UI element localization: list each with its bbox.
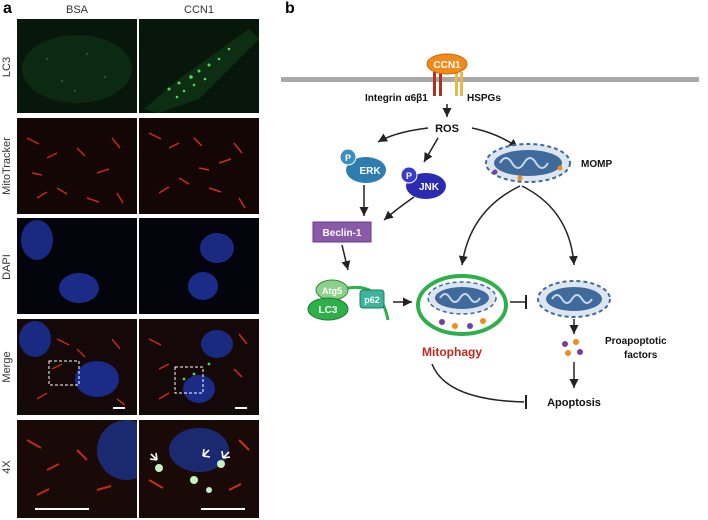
row-label-lc3: LC3 bbox=[1, 56, 13, 78]
panel-b-letter: b bbox=[285, 0, 295, 17]
erk-phospho-label: P bbox=[345, 153, 351, 163]
ccn1-label: CCN1 bbox=[433, 60, 461, 71]
apoptosis-label: Apoptosis bbox=[547, 397, 601, 409]
panel-a-letter: a bbox=[3, 0, 12, 17]
row-label-merge: Merge bbox=[1, 351, 13, 383]
beclin-label: Beclin-1 bbox=[323, 228, 362, 239]
micrograph-dapi-bsa bbox=[17, 218, 137, 314]
micrograph-lc3-ccn1 bbox=[139, 19, 259, 113]
p-jnk-node: JNK P bbox=[400, 166, 446, 199]
micrograph-merge-bsa bbox=[17, 319, 137, 415]
receptor-lines-icon bbox=[433, 72, 463, 96]
hspgs-label: HSPGs bbox=[467, 93, 501, 104]
row-label-mitotracker: MitoTracker bbox=[1, 137, 13, 195]
column-label-ccn1: CCN1 bbox=[184, 4, 214, 16]
mitophagy-label: Mitophagy bbox=[422, 345, 482, 359]
micrograph-lc3-bsa bbox=[17, 19, 137, 113]
column-label-bsa: BSA bbox=[65, 4, 88, 16]
autophagy-complex: Atg5 LC3 p62 bbox=[307, 279, 390, 321]
damaged-mitochondrion-icon bbox=[537, 280, 611, 318]
micrograph-dapi-ccn1 bbox=[139, 218, 259, 314]
proapoptotic-label-1: Proapoptotic bbox=[605, 336, 667, 347]
micrograph-mito-ccn1 bbox=[139, 118, 259, 214]
micrograph-merge-ccn1 bbox=[139, 319, 259, 415]
jnk-label: JNK bbox=[419, 182, 440, 193]
atg5-label: Atg5 bbox=[322, 286, 342, 296]
ros-label: ROS bbox=[435, 123, 459, 135]
row-label-4x: 4X bbox=[1, 460, 13, 474]
beclin-1-box bbox=[312, 221, 372, 243]
proapoptotic-factor-dots bbox=[562, 339, 583, 356]
mitophagy-mitochondrion-icon bbox=[416, 274, 508, 336]
ccn1-oval bbox=[426, 53, 468, 75]
p-erk-node: ERK P bbox=[339, 148, 386, 183]
erk-label: ERK bbox=[359, 166, 381, 177]
momp-mitochondrion-icon bbox=[485, 143, 571, 183]
cell-membrane bbox=[281, 77, 699, 82]
row-label-dapi: DAPI bbox=[1, 254, 13, 280]
proapoptotic-label-2: factors bbox=[624, 350, 658, 361]
micrograph-4x-bsa bbox=[17, 420, 137, 518]
jnk-phospho-label: P bbox=[406, 171, 412, 181]
momp-label: MOMP bbox=[581, 159, 612, 170]
micrograph-4x-ccn1 bbox=[139, 420, 259, 518]
micrograph-mito-bsa bbox=[17, 118, 137, 214]
integrin-label: Integrin α6β1 bbox=[365, 93, 428, 104]
p62-label: p62 bbox=[364, 295, 380, 305]
pathway-diagram: CCN1 Integrin α6β1 HSPGs ROS ERK P JNK P… bbox=[281, 53, 699, 409]
lc3-label: LC3 bbox=[319, 305, 338, 316]
